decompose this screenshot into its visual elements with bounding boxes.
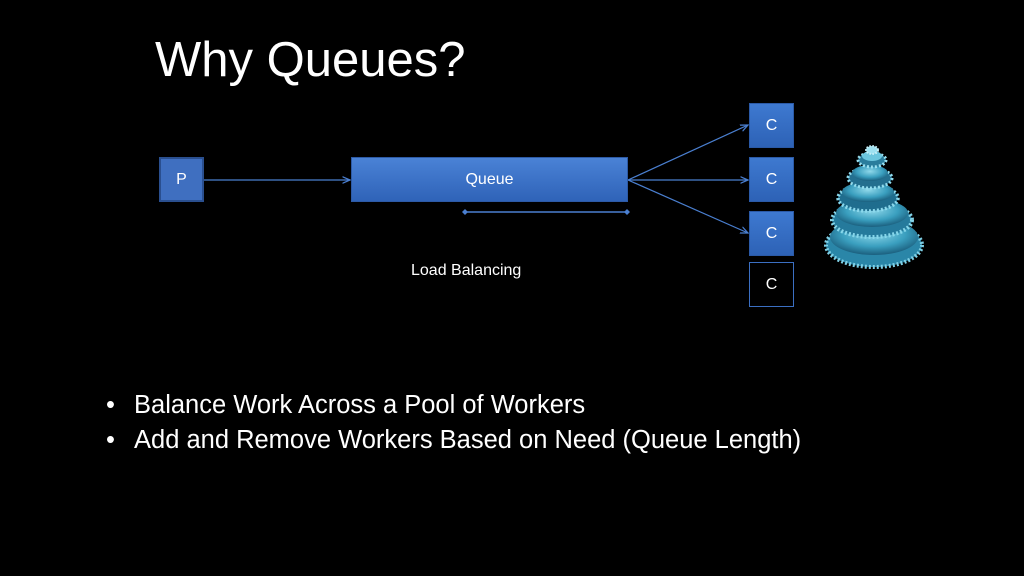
producer-box: P	[159, 157, 204, 202]
consumer-box-3: C	[749, 211, 794, 256]
producer-label: P	[176, 170, 187, 188]
bullet-list: Balance Work Across a Pool of Workers Ad…	[104, 388, 824, 458]
consumer-label: C	[765, 275, 778, 293]
consumer-label: C	[765, 170, 778, 188]
consumer-box-idle: C	[749, 262, 794, 307]
consumer-label: C	[765, 116, 778, 134]
gears-illustration	[824, 145, 924, 269]
consumer-label: C	[765, 224, 778, 242]
slide-title: Why Queues?	[155, 33, 466, 87]
queue-label: Queue	[465, 170, 514, 188]
queue-to-consumer-3-arrow	[627, 179, 748, 233]
queue-length-indicator	[462, 209, 630, 215]
consumer-box-1: C	[749, 103, 794, 148]
queue-box: Queue	[351, 157, 628, 202]
diagram-caption: Load Balancing	[411, 262, 522, 279]
queue-to-consumer-1-arrow	[627, 125, 748, 181]
consumer-box-2: C	[749, 157, 794, 202]
bullet-item: Balance Work Across a Pool of Workers	[104, 388, 824, 423]
bullet-item: Add and Remove Workers Based on Need (Qu…	[104, 423, 824, 458]
